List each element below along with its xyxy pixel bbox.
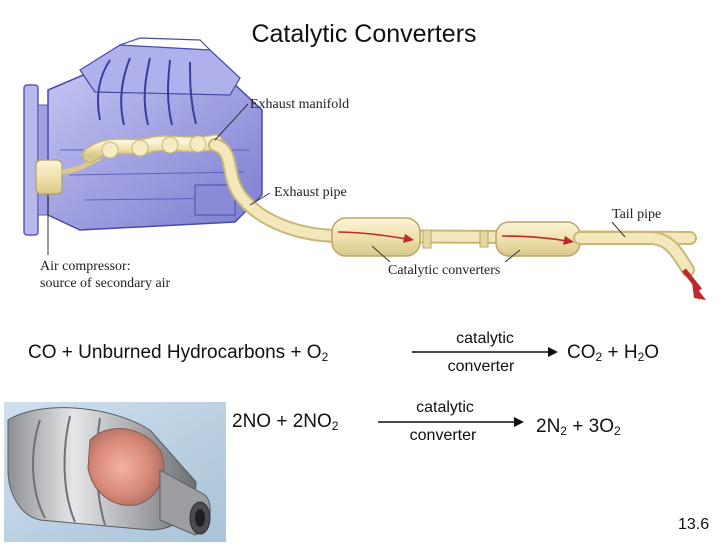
eq1-rhs-text-a: CO	[567, 342, 596, 363]
eq1-rhs-subscript-b: 2	[637, 350, 645, 364]
eq2-rhs-text-a: 2N	[536, 416, 561, 437]
exhaust-pipe	[208, 138, 697, 245]
eq1-rhs-text-b: + H	[602, 342, 638, 363]
equation-1-products: CO2 + H2O	[567, 342, 659, 364]
label-air-compressor-line1: Air compressor:	[40, 259, 131, 274]
eq2-rhs-subscript-b: 2	[613, 424, 621, 438]
eq1-rhs-subscript-a: 2	[595, 350, 603, 364]
eq1-arrow-label-bottom: converter	[447, 358, 515, 375]
eq2-rhs-text-b: + 3O	[566, 416, 614, 437]
catalytic-converter-1	[331, 217, 421, 257]
slide-title: Catalytic Converters	[251, 20, 477, 48]
equation-1-reactants: CO + Unburned Hydrocarbons + O2	[28, 342, 328, 364]
catalytic-converter-photo	[4, 402, 226, 542]
equation-2-products: 2N2 + 3O2	[536, 416, 621, 438]
exhaust-manifold	[82, 134, 223, 163]
label-air-compressor-line2: source of secondary air	[40, 276, 171, 291]
label-tail-pipe: Tail pipe	[612, 207, 662, 222]
label-exhaust-manifold: Exhaust manifold	[250, 97, 350, 112]
eq2-arrow-label-top: catalytic	[416, 399, 474, 416]
reaction-arrow-1	[412, 347, 558, 357]
engine	[23, 37, 263, 236]
eq2-arrow-label-bottom: converter	[409, 427, 477, 444]
eq1-lhs-text: CO + Unburned Hydrocarbons + O	[28, 342, 322, 363]
label-catalytic-converters: Catalytic converters	[388, 263, 501, 278]
eq1-arrow-label-top: catalytic	[456, 330, 514, 347]
catalytic-converter-2	[495, 221, 581, 257]
eq1-rhs-text-c: O	[644, 342, 660, 363]
eq2-rhs-subscript-a: 2	[560, 424, 567, 438]
tail-pipe	[573, 231, 706, 300]
leader-lines	[47, 103, 626, 263]
eq1-lhs-subscript: 2	[321, 350, 329, 364]
label-exhaust-pipe: Exhaust pipe	[274, 185, 347, 200]
equation-2-reactants: 2NO + 2NO2	[232, 411, 338, 433]
reaction-arrow-2	[378, 417, 524, 427]
page-number: 13.6	[678, 516, 710, 533]
eq2-lhs-text: 2NO + 2NO	[232, 411, 332, 432]
eq2-lhs-subscript: 2	[331, 419, 339, 433]
